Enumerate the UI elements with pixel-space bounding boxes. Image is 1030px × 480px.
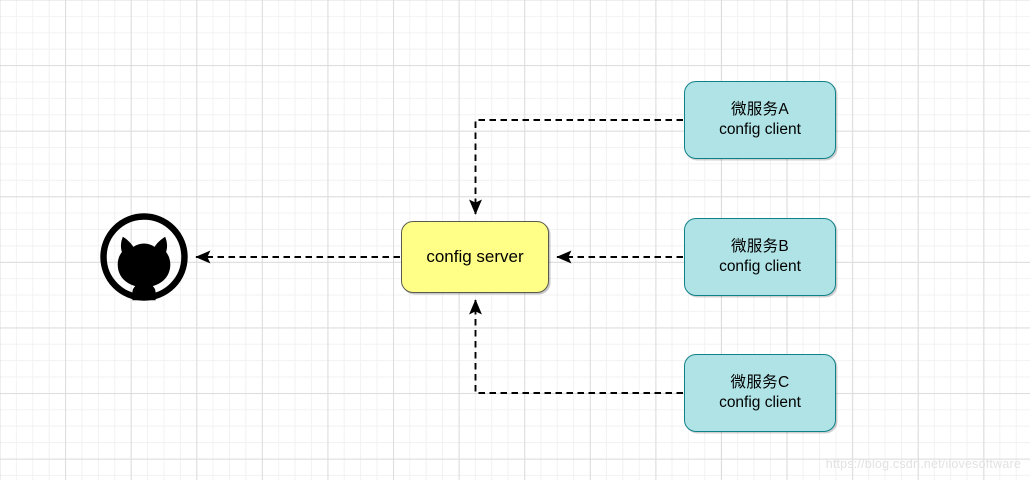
node-microservice-c[interactable]: 微服务C config client (684, 354, 836, 432)
node-microservice-a-subtitle: config client (719, 121, 801, 138)
watermark-text: https://blog.csdn.net/ilovesoftware (825, 457, 1021, 471)
node-microservice-a[interactable]: 微服务A config client (684, 81, 836, 159)
node-config-server-label: config server (426, 247, 524, 267)
github-octocat-icon (100, 213, 188, 301)
edge-client-a-to-server (469, 119, 683, 215)
node-microservice-c-subtitle: config client (719, 394, 801, 411)
node-microservice-b-subtitle: config client (719, 258, 801, 275)
node-microservice-a-title: 微服务A (730, 101, 790, 119)
edge-client-c-to-server (469, 299, 683, 394)
node-microservice-b-title: 微服务B (730, 238, 790, 256)
node-config-server[interactable]: config server (401, 221, 549, 293)
node-microservice-c-title: 微服务C (730, 374, 790, 392)
node-microservice-b[interactable]: 微服务B config client (684, 218, 836, 296)
